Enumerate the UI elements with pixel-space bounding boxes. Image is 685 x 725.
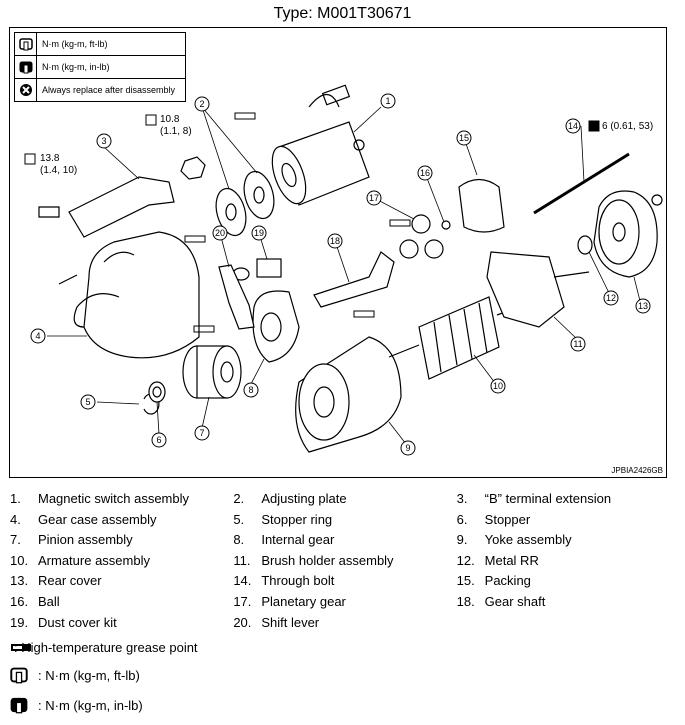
svg-text:11: 11 xyxy=(573,339,582,349)
part-name: Stopper ring xyxy=(261,511,333,527)
svg-text:20: 20 xyxy=(215,228,225,238)
part-label: 1 xyxy=(385,96,390,106)
svg-text:13: 13 xyxy=(638,301,648,311)
part-name: Pinion assembly xyxy=(38,532,133,548)
part-name: Stopper xyxy=(484,511,531,527)
svg-text:16: 16 xyxy=(420,168,430,178)
adjusting-plate-a xyxy=(215,187,247,237)
parts-row: 10.Armature assembly 11.Brush holder ass… xyxy=(10,553,680,574)
replace-after-disassembly-icon xyxy=(15,79,37,101)
label-15: 15 xyxy=(456,130,472,146)
svg-text:9: 9 xyxy=(405,443,410,453)
exploded-view-diagram: 1 2 3 4 5 6 7 8 9 10 11 12 13 14 15 16 1… xyxy=(24,84,663,456)
svg-text:10: 10 xyxy=(493,381,503,391)
parts-row: 13.Rear cover 14.Through bolt 15.Packing xyxy=(10,573,680,594)
torque-wrench-in-lb-icon xyxy=(10,696,38,714)
label-16: 16 xyxy=(417,165,433,181)
part-name: Internal gear xyxy=(261,532,335,548)
torque-wrench-in-lb-icon xyxy=(15,56,37,78)
part-name: “B” terminal extension xyxy=(484,491,612,506)
label-13: 13 xyxy=(635,298,651,314)
svg-text:5: 5 xyxy=(85,397,90,407)
part-name: Yoke assembly xyxy=(484,532,572,548)
adjusting-plate-b xyxy=(243,170,275,220)
label-18: 18 xyxy=(327,233,343,249)
part-name: Gear case assembly xyxy=(38,511,157,527)
svg-text:12: 12 xyxy=(606,293,616,303)
part-name: Brush holder assembly xyxy=(261,552,394,568)
svg-text:3: 3 xyxy=(101,136,106,146)
footnote-inlb: : N·m (kg-m, in-lb) xyxy=(10,696,143,714)
footnote-ftlb: : N·m (kg-m, ft-lb) xyxy=(10,666,140,684)
label-7: 7 xyxy=(194,425,210,441)
parts-row: 16.Ball 17.Planetary gear 18.Gear shaft xyxy=(10,594,680,615)
torque-wrench-ft-lb-icon xyxy=(10,666,38,684)
label-12: 12 xyxy=(603,290,619,306)
parts-list: 1.Magnetic switch assembly 2.Adjusting p… xyxy=(10,491,680,635)
legend-row-replace: Always replace after disassembly xyxy=(15,79,185,101)
reference-code: JPBIA2426GB xyxy=(611,466,663,475)
torque-wrench-ft-lb-icon xyxy=(15,33,37,55)
label-17: 17 xyxy=(366,190,382,206)
legend-label: Always replace after disassembly xyxy=(42,85,176,95)
part-name: Magnetic switch assembly xyxy=(38,491,189,506)
label-3: 3 xyxy=(96,133,112,149)
parts-row: 1.Magnetic switch assembly 2.Adjusting p… xyxy=(10,491,680,512)
part-number-labels: 1 2 3 4 5 6 7 8 9 10 11 12 13 14 15 16 1… xyxy=(30,93,651,456)
part-name: Armature assembly xyxy=(38,552,150,568)
parts-row: 19.Dust cover kit 20.Shift lever xyxy=(10,615,680,636)
label-14: 14 xyxy=(565,118,581,134)
label-19: 19 xyxy=(251,225,267,241)
svg-text:2: 2 xyxy=(199,99,204,109)
grease-point-icon xyxy=(10,642,38,654)
label-2: 2 xyxy=(194,96,210,112)
label-11: 11 xyxy=(570,336,586,352)
svg-text:8: 8 xyxy=(248,385,253,395)
svg-text:18: 18 xyxy=(330,236,340,246)
label-8: 8 xyxy=(243,382,259,398)
label-20: 20 xyxy=(212,225,228,241)
part-name: Rear cover xyxy=(38,573,102,589)
label-1: 1 xyxy=(380,93,396,109)
torque-wrench-ft-lb-icon xyxy=(24,153,36,165)
part-name: Packing xyxy=(484,573,531,589)
label-10: 10 xyxy=(490,378,506,394)
magnetic-switch-drawing xyxy=(271,84,370,206)
page-title: Type: M001T30671 xyxy=(273,5,412,22)
grease-point-marks xyxy=(184,112,411,333)
svg-text:17: 17 xyxy=(369,193,379,203)
footnote-grease: : High-temperature grease point xyxy=(10,640,198,655)
torque-callout-14: 6 (0.61, 53) xyxy=(602,121,654,132)
legend-label: N·m (kg-m, ft-lb) xyxy=(42,39,108,49)
svg-text:14: 14 xyxy=(568,121,578,131)
svg-text:6: 6 xyxy=(156,435,161,445)
parts-row: 4.Gear case assembly 5.Stopper ring 6.St… xyxy=(10,512,680,533)
svg-text:19: 19 xyxy=(254,228,264,238)
part-name: Planetary gear xyxy=(261,593,346,609)
parts-row: 7.Pinion assembly 8.Internal gear 9.Yoke… xyxy=(10,532,680,553)
legend-row-inlb: N·m (kg-m, in-lb) xyxy=(15,56,185,79)
label-5: 5 xyxy=(80,394,96,410)
svg-text:4: 4 xyxy=(35,331,40,341)
symbol-legend: N·m (kg-m, ft-lb) N·m (kg-m, in-lb) Alwa… xyxy=(14,32,186,102)
label-9: 9 xyxy=(400,440,416,456)
torque-wrench-ft-lb-icon xyxy=(145,114,157,126)
svg-text:15: 15 xyxy=(459,133,469,143)
part-name: Shift lever xyxy=(261,614,320,630)
svg-text:7: 7 xyxy=(199,428,204,438)
label-6: 6 xyxy=(151,432,167,448)
legend-row-ftlb: N·m (kg-m, ft-lb) xyxy=(15,33,185,56)
part-name: Metal RR xyxy=(484,552,539,568)
torque-wrench-in-lb-icon xyxy=(588,120,600,132)
diagram-frame xyxy=(9,27,667,478)
part-name: Ball xyxy=(38,593,60,609)
legend-label: N·m (kg-m, in-lb) xyxy=(42,62,110,72)
part-name: Through bolt xyxy=(261,573,335,589)
part-name: Adjusting plate xyxy=(261,491,347,506)
torque-callout-2: 10.8 (1.1, 8) xyxy=(160,114,192,137)
part-name: Dust cover kit xyxy=(38,614,117,630)
torque-callout-3: 13.8 (1.4, 10) xyxy=(40,153,78,176)
part-name: Gear shaft xyxy=(484,593,546,609)
label-4: 4 xyxy=(30,328,46,344)
